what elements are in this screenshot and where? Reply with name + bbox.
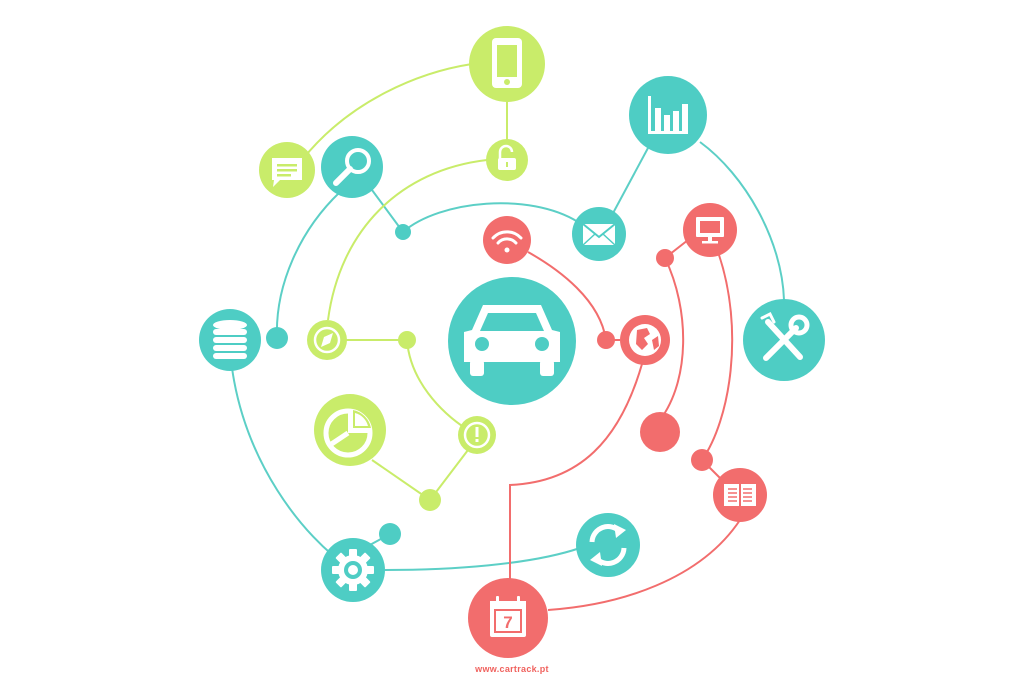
teal-line-mail-to-chart (611, 147, 649, 216)
globe-icon (629, 324, 661, 356)
lime-line-dot-to-alert (406, 339, 469, 431)
bar-chart-icon (648, 96, 688, 134)
teal-dot-search (395, 224, 411, 240)
alert-icon (463, 421, 491, 449)
node-smartphone (469, 26, 545, 102)
node-calendar: 7 (468, 578, 548, 658)
pie-chart-icon (323, 408, 373, 458)
lime-line-unlock-to-compass (327, 159, 488, 321)
node-tools (743, 299, 825, 381)
monitor-icon (696, 217, 724, 244)
lime-dot-compass (398, 331, 416, 349)
teal-line-search-to-database (275, 191, 341, 339)
coral-dot-monitor (656, 249, 674, 267)
teal-dot-gear (379, 523, 401, 545)
node-monitor (683, 203, 737, 257)
coral-line-book-to-calendar (547, 519, 741, 611)
lime-line-pie-to-dot (371, 459, 431, 501)
smartphone-icon (492, 38, 522, 88)
calendar-icon: 7 (490, 596, 526, 637)
teal-line-search-to-dot (371, 189, 404, 233)
search-icon (333, 148, 371, 186)
lime-dot-pie (419, 489, 441, 511)
teal-dot-database (266, 327, 288, 349)
teal-line-dot-to-mail (402, 202, 579, 233)
connector-dots (266, 224, 713, 545)
node-gear (321, 538, 385, 602)
mail-icon (582, 223, 616, 246)
chat-icon (272, 158, 302, 187)
footer-url: www.cartrack.pt (475, 664, 549, 674)
coral-line-wifi-to-dot (527, 251, 607, 341)
coral-line-dot-to-bigdot (659, 257, 685, 421)
node-compass (307, 320, 347, 360)
node-search (321, 136, 383, 198)
compass-icon (313, 326, 341, 354)
calendar-day: 7 (503, 613, 512, 632)
coral-dot-book (691, 449, 713, 471)
node-database (199, 309, 261, 371)
node-chat (259, 142, 315, 198)
node-unlock (486, 139, 528, 181)
node-wifi (483, 216, 531, 264)
coral-dot-large (640, 412, 680, 452)
tools-icon (760, 311, 810, 361)
book-icon (724, 484, 756, 506)
node-alert (458, 416, 496, 454)
gear-icon (332, 549, 374, 591)
database-icon (213, 320, 247, 359)
coral-line-globe-to-calendar (509, 363, 643, 580)
coral-line-monitor-to-book (701, 251, 734, 461)
coral-dot-globe (597, 331, 615, 349)
node-globe (620, 315, 670, 365)
node-center-car (448, 277, 576, 405)
wifi-icon (491, 230, 523, 253)
node-book (713, 468, 767, 522)
node-bar-chart (629, 76, 707, 154)
node-refresh (576, 513, 640, 577)
unlock-icon (498, 144, 516, 170)
lime-line-chat-to-phone (301, 63, 473, 161)
teal-line-gear-to-refresh (384, 547, 581, 571)
teal-line-chart-to-tools (699, 141, 785, 301)
node-pie-chart (314, 394, 386, 466)
node-mail (572, 207, 626, 261)
